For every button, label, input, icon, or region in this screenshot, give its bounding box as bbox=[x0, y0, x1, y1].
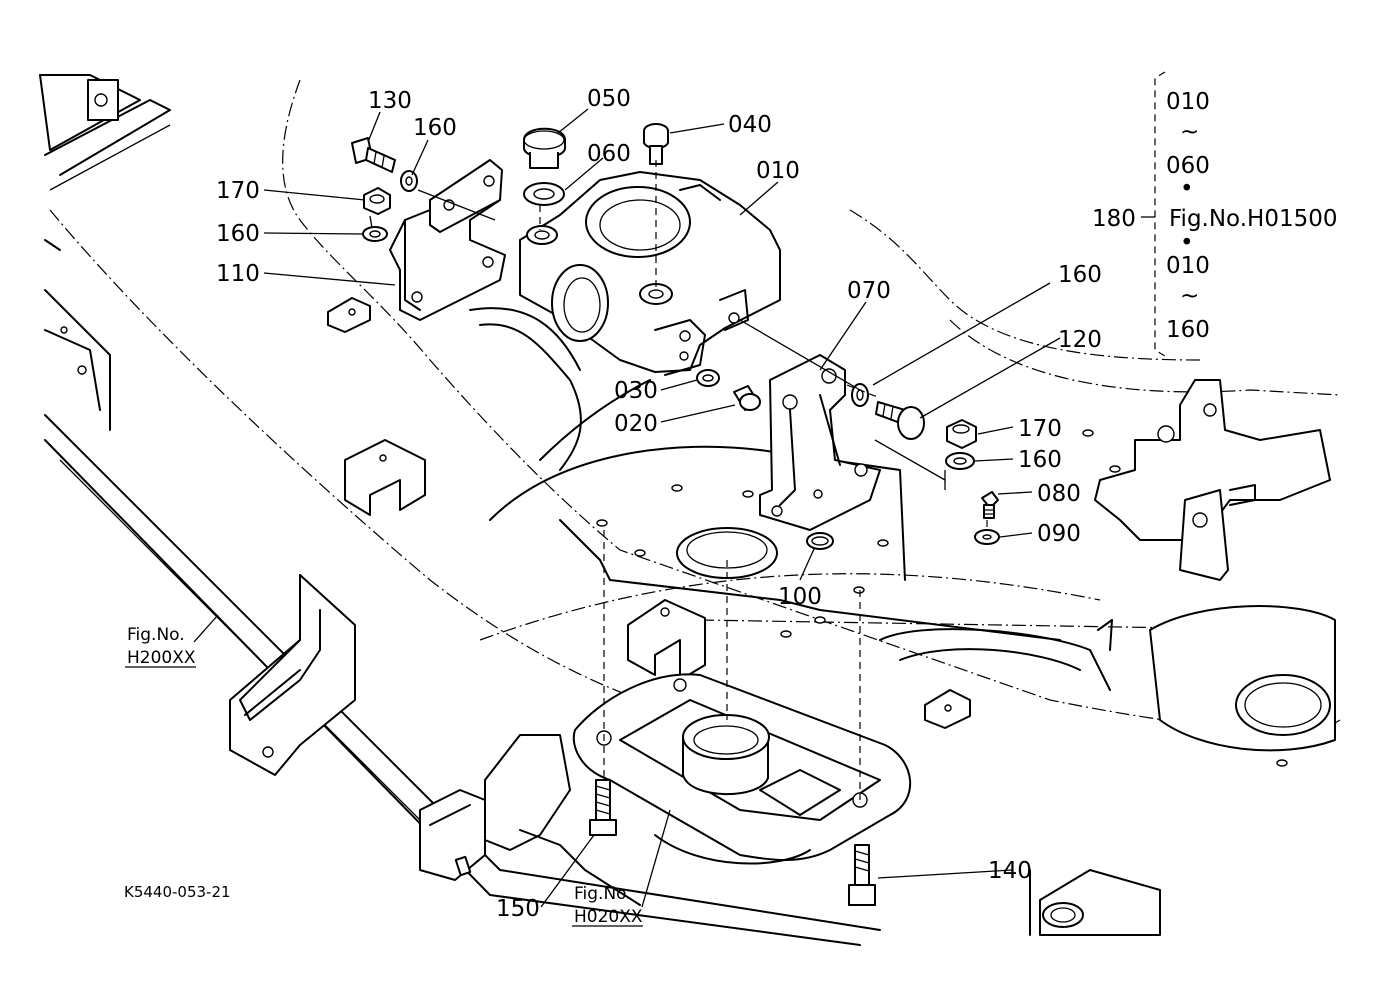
washer-090 bbox=[974, 529, 1000, 545]
seal-060 bbox=[523, 182, 565, 206]
kit-line-6: • bbox=[1180, 230, 1194, 256]
callout-070: 070 bbox=[847, 278, 891, 304]
callout-100: 100 bbox=[778, 584, 822, 610]
callout-110: 110 bbox=[216, 261, 260, 287]
kit-line-1: 010 bbox=[1166, 89, 1210, 115]
kit-line-3: 060 bbox=[1166, 153, 1210, 179]
callout-150: 150 bbox=[496, 896, 540, 922]
callout-labels: 130 160 170 160 110 050 060 040 010 070 … bbox=[216, 86, 1102, 922]
bolt-130 bbox=[351, 137, 396, 173]
callout-170-left: 170 bbox=[216, 178, 260, 204]
base-plate bbox=[572, 673, 912, 865]
diagram-code: K5440-053-21 bbox=[124, 883, 231, 901]
figure-ref-h200: Fig.No. H200XX bbox=[125, 625, 196, 668]
callout-160-left: 160 bbox=[216, 221, 260, 247]
washer-030 bbox=[696, 369, 720, 387]
lock-washer-160-right bbox=[851, 383, 869, 407]
kit-line-9: 160 bbox=[1166, 317, 1210, 343]
grease-fitting-080 bbox=[981, 491, 999, 519]
callout-160-right: 160 bbox=[1058, 262, 1102, 288]
callout-160-right-lower: 160 bbox=[1018, 447, 1062, 473]
callout-060: 060 bbox=[587, 141, 631, 167]
figure-ref-h200-title: Fig.No. bbox=[127, 625, 185, 645]
kit-line-4: • bbox=[1180, 176, 1194, 202]
nut-170-left bbox=[363, 187, 391, 215]
bolt-040 bbox=[643, 123, 669, 165]
figure-ref-h020-code: H020XX bbox=[574, 907, 643, 927]
kit-line-8: ~ bbox=[1180, 283, 1199, 309]
kit-line-7: 010 bbox=[1166, 253, 1210, 279]
housing-010 bbox=[519, 171, 781, 376]
chassis-frame bbox=[39, 74, 1341, 946]
bracket-110 bbox=[389, 159, 506, 321]
callout-050: 050 bbox=[587, 86, 631, 112]
figure-ref-h020-title: Fig.No. bbox=[574, 884, 632, 904]
lock-washer-160-right-lower bbox=[945, 452, 975, 470]
callout-010: 010 bbox=[756, 158, 800, 184]
bracket-070 bbox=[759, 354, 881, 531]
callout-160-top: 160 bbox=[413, 115, 457, 141]
callout-140: 140 bbox=[988, 858, 1032, 884]
kit-group-180: 180 010 ~ 060 • Fig.No.H01500 • 010 ~ 16… bbox=[1092, 71, 1338, 357]
cap-050 bbox=[523, 127, 566, 169]
figure-ref-h020: Fig.No. H020XX bbox=[572, 884, 643, 927]
callout-090: 090 bbox=[1037, 521, 1081, 547]
callout-130: 130 bbox=[368, 88, 412, 114]
bolt-140 bbox=[848, 844, 876, 906]
kit-number: 180 bbox=[1092, 206, 1136, 232]
bolt-150 bbox=[589, 779, 617, 836]
lock-washer-160-left bbox=[362, 226, 388, 242]
center-lines bbox=[369, 160, 988, 800]
o-ring-100 bbox=[806, 532, 834, 550]
callout-040: 040 bbox=[728, 112, 772, 138]
figure-ref-h200-code: H200XX bbox=[127, 648, 196, 668]
nut-170-right bbox=[946, 419, 977, 449]
kit-line-5: Fig.No.H01500 bbox=[1169, 206, 1338, 232]
callout-120: 120 bbox=[1058, 327, 1102, 353]
lock-washer-160-top bbox=[400, 170, 418, 192]
callout-030: 030 bbox=[614, 378, 658, 404]
callout-170-right: 170 bbox=[1018, 416, 1062, 442]
kit-line-2: ~ bbox=[1180, 119, 1199, 145]
bolt-120 bbox=[875, 401, 925, 440]
plug-020 bbox=[733, 385, 761, 411]
callout-080: 080 bbox=[1037, 481, 1081, 507]
callout-020: 020 bbox=[614, 411, 658, 437]
leader-lines bbox=[193, 108, 1061, 908]
